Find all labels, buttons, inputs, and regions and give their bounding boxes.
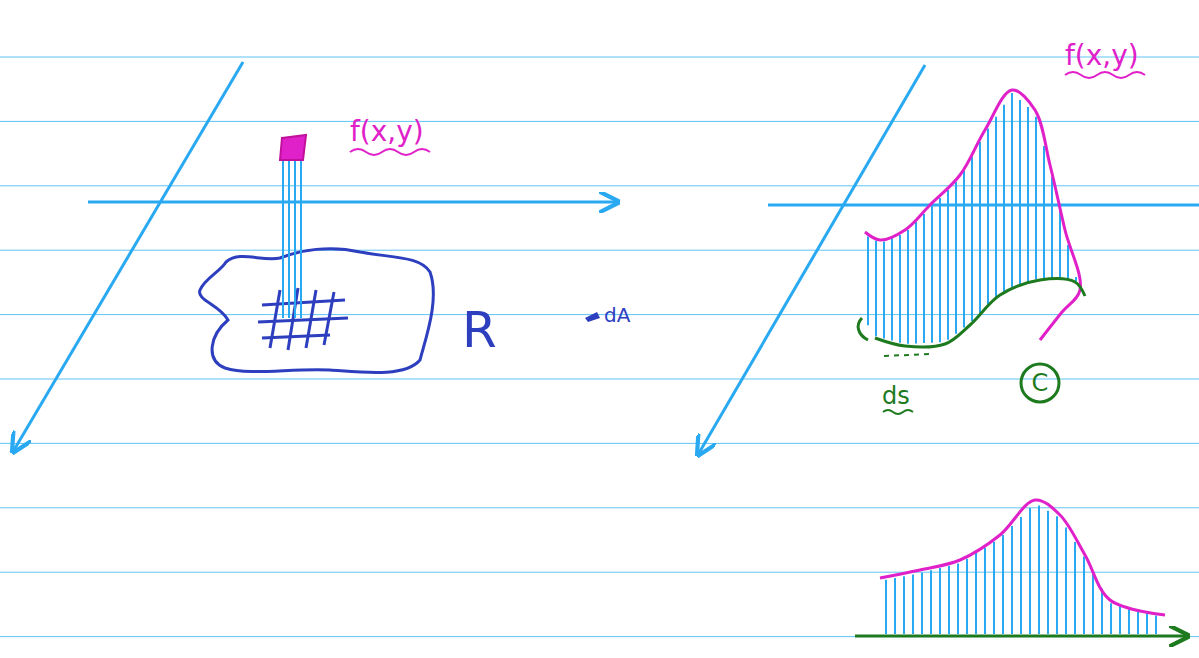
- flattened-axis: [855, 635, 1186, 638]
- curtain-line: [1027, 107, 1029, 283]
- underline: [883, 410, 913, 414]
- curtain-line: [1051, 177, 1053, 279]
- underline: [350, 149, 430, 155]
- curtain-line: [1019, 100, 1021, 286]
- area-label: dA: [604, 305, 630, 325]
- circle-outline: [1021, 364, 1059, 402]
- curtain-line: [891, 238, 893, 340]
- flattened-line: [921, 573, 923, 635]
- curtain-line: [963, 171, 965, 328]
- ruled-lines: [0, 57, 1199, 637]
- curtain-line: [987, 129, 989, 305]
- flattened-line: [1137, 611, 1139, 634]
- arc-element: [884, 354, 930, 356]
- flattened-line: [1146, 613, 1148, 634]
- curtain-line: [907, 230, 909, 344]
- function-label: f(x,y): [350, 118, 424, 146]
- curtain-line: [915, 222, 917, 343]
- flattened-line: [1074, 542, 1076, 634]
- region-outline: [200, 249, 434, 373]
- flattened-line: [1020, 517, 1022, 634]
- ruled-line: [0, 314, 1199, 315]
- flattened-line: [894, 578, 896, 634]
- curtain-line: [899, 235, 901, 343]
- flattened-line: [1038, 505, 1040, 634]
- curtain-line: [1043, 146, 1045, 278]
- curtain-line: [939, 198, 941, 342]
- flattened-line: [948, 566, 950, 634]
- underline: [1065, 72, 1145, 78]
- flattened-line: [939, 568, 941, 634]
- curve-c: [875, 279, 1085, 347]
- curtain-line: [1059, 211, 1061, 279]
- flattened-line: [957, 564, 959, 635]
- ruled-line: [0, 379, 1199, 380]
- flattened-line: [966, 559, 968, 634]
- column-top: [280, 135, 306, 160]
- flattened-line: [1002, 535, 1004, 634]
- flattened-line: [1065, 528, 1067, 634]
- curve-name-circle: C: [1019, 362, 1061, 404]
- hatching: [258, 288, 348, 350]
- curve-name: C: [1032, 371, 1049, 395]
- flattened-line: [1128, 608, 1130, 634]
- axis: [14, 62, 243, 450]
- curtain-line: [971, 156, 973, 321]
- curtain-line: [883, 241, 885, 338]
- ruled-line: [0, 572, 1199, 573]
- curtain-line: [875, 241, 877, 336]
- flattened-line: [1119, 606, 1121, 634]
- ruled-line: [0, 507, 1199, 508]
- flattened-line: [1029, 508, 1031, 634]
- flattened-line: [903, 576, 905, 634]
- curtain-line: [923, 214, 925, 343]
- function-label: f(x,y): [1065, 42, 1139, 70]
- column: [283, 160, 301, 318]
- flattened-line: [930, 570, 932, 634]
- flattened-line: [1056, 516, 1058, 634]
- flattened-line: [885, 580, 887, 634]
- ruled-line: [0, 636, 1199, 637]
- flattened-line: [1047, 511, 1049, 634]
- axis: [88, 201, 616, 204]
- flattened-curve: [880, 500, 1165, 615]
- curtain-line: [1035, 117, 1037, 280]
- surface-curve: [865, 90, 1081, 340]
- curtain-line: [867, 237, 869, 326]
- ruled-line: [0, 443, 1199, 444]
- flattened-line: [1155, 616, 1157, 634]
- axis: [768, 204, 1199, 207]
- curtain-line: [955, 182, 957, 334]
- curtain-line: [931, 206, 933, 343]
- flattened-line: [984, 547, 986, 634]
- flattened-line: [993, 542, 995, 634]
- curtain-lines: [868, 93, 1076, 344]
- curve-c: [858, 318, 868, 340]
- curtain-line: [1067, 245, 1069, 280]
- flattened-line: [1011, 526, 1013, 634]
- curtain-line: [995, 117, 997, 297]
- region-label: R: [462, 305, 497, 355]
- flattened-line: [1083, 556, 1085, 634]
- curtain-line: [979, 142, 981, 313]
- flattened-line: [1110, 603, 1112, 634]
- curtain-line: [947, 190, 949, 340]
- flattened-line: [1092, 572, 1094, 634]
- flattened-line: [1101, 589, 1103, 634]
- flattened-line: [912, 574, 914, 634]
- curtain-line: [1011, 93, 1013, 289]
- ruled-line: [0, 57, 1199, 58]
- area-element: [585, 312, 600, 322]
- flattened-line: [975, 553, 977, 634]
- axis: [699, 65, 925, 453]
- arc-length-label: ds: [882, 384, 910, 408]
- curtain-line: [1003, 105, 1005, 292]
